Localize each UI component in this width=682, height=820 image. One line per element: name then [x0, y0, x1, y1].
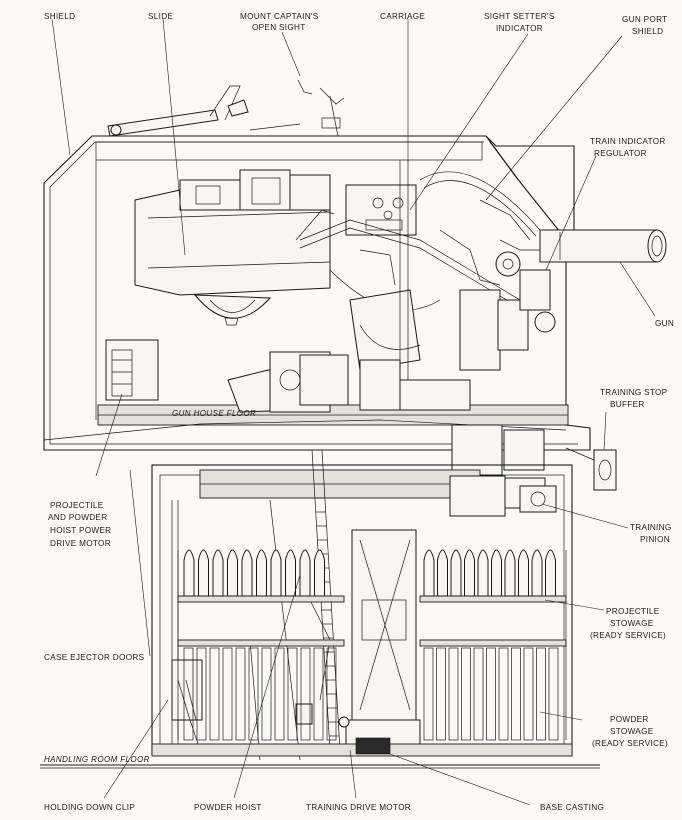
projectile-round — [531, 549, 543, 597]
powder-case — [209, 647, 220, 741]
label-train-indicator-line2: REGULATOR — [594, 149, 647, 158]
projectile-round — [477, 549, 489, 597]
projectile-round — [423, 549, 435, 597]
label-training-drive-motor: TRAINING DRIVE MOTOR — [306, 803, 411, 812]
powder-case — [183, 647, 194, 741]
powder-case — [326, 647, 337, 741]
projectile-round — [504, 549, 516, 597]
powder-case — [196, 647, 207, 741]
label-mount-captain-line2: OPEN SIGHT — [252, 23, 306, 32]
powder-case — [448, 647, 459, 741]
label-powder-stowage-line2: STOWAGE — [610, 727, 654, 736]
projectile-round — [198, 549, 209, 597]
leader-lines — [51, 18, 656, 806]
powder-case — [248, 647, 259, 741]
label-training-pinion-line2: PINION — [640, 535, 670, 544]
label-sight-setter-line2: INDICATOR — [496, 24, 543, 33]
label-handling-room-floor: HANDLING ROOM FLOOR — [44, 755, 150, 764]
projectile-round — [518, 549, 529, 597]
projectile-round — [270, 549, 282, 597]
powder-stowage-right — [423, 647, 559, 741]
label-projectile-hoist-line2: AND POWDER — [48, 513, 107, 522]
powder-case — [473, 647, 484, 741]
label-mount-captain-line1: MOUNT CAPTAIN'S — [240, 12, 319, 21]
powder-case — [536, 647, 546, 741]
label-powder-stowage-line1: POWDER — [610, 715, 649, 724]
powder-stowage-left — [183, 647, 337, 741]
label-shield: SHIELD — [44, 12, 75, 21]
label-slide: SLIDE — [148, 12, 173, 21]
projectile-round — [241, 549, 253, 597]
label-projectile-hoist-line3: HOIST POWER — [50, 526, 111, 535]
label-sight-setter-line1: SIGHT SETTER'S — [484, 12, 555, 21]
callout-labels: SHIELD SLIDE MOUNT CAPTAIN'S OPEN SIGHT … — [44, 12, 674, 812]
powder-case — [511, 647, 521, 741]
projectile-round — [183, 549, 195, 597]
label-base-casting: BASE CASTING — [540, 803, 604, 812]
label-training-pinion-line1: TRAINING — [630, 523, 672, 532]
label-gun: GUN — [655, 319, 674, 328]
projectile-round — [285, 549, 296, 597]
powder-case — [498, 647, 509, 741]
projectile-stowage-right — [423, 549, 556, 597]
label-gun-port-line1: GUN PORT — [622, 15, 667, 24]
powder-case — [287, 647, 298, 741]
projectile-round — [450, 549, 462, 597]
label-projectile-stowage-line3: (READY SERVICE) — [590, 631, 666, 640]
label-carriage: CARRIAGE — [380, 12, 425, 21]
label-projectile-stowage-line1: PROJECTILE — [606, 607, 660, 616]
projectile-round — [299, 549, 311, 597]
label-powder-stowage-line3: (READY SERVICE) — [592, 739, 668, 748]
label-holding-down-clip: HOLDING DOWN CLIP — [44, 803, 135, 812]
projectile-round — [212, 549, 224, 597]
handling-room — [40, 449, 600, 769]
projectile-round — [545, 549, 556, 597]
label-gun-port-line2: SHIELD — [632, 27, 663, 36]
projectile-round — [256, 549, 267, 597]
carriage-assembly — [295, 160, 556, 390]
powder-case — [222, 647, 233, 741]
powder-case — [523, 647, 534, 741]
powder-case — [423, 647, 434, 741]
powder-case — [548, 647, 559, 741]
projectile-stowage-left — [183, 549, 325, 597]
gun-barrel — [539, 229, 667, 263]
label-train-indicator-line1: TRAIN INDICATOR — [590, 137, 666, 146]
powder-case — [313, 647, 324, 741]
label-training-stop-line1: TRAINING STOP — [600, 388, 668, 397]
powder-case — [300, 647, 311, 741]
slide-assembly — [134, 169, 331, 326]
projectile-round — [227, 549, 238, 597]
mount-captain-open-sight — [107, 79, 345, 137]
powder-case — [436, 647, 446, 741]
projectile-round — [464, 549, 475, 597]
label-gun-house-floor: GUN HOUSE FLOOR — [172, 409, 256, 418]
powder-case — [274, 647, 285, 741]
powder-case — [235, 647, 246, 741]
powder-case — [261, 647, 272, 741]
label-projectile-hoist-line1: PROJECTILE — [50, 501, 104, 510]
powder-case — [461, 647, 471, 741]
training-stop-buffer — [565, 447, 617, 491]
powder-case — [486, 647, 496, 741]
label-case-ejector: CASE EJECTOR DOORS — [44, 653, 145, 662]
label-powder-hoist: POWDER HOIST — [194, 803, 262, 812]
projectile-round — [491, 549, 502, 597]
label-projectile-hoist-line4: DRIVE MOTOR — [50, 539, 111, 548]
projectile-round — [314, 549, 325, 597]
projectile-round — [437, 549, 448, 597]
label-training-stop-line2: BUFFER — [610, 400, 645, 409]
label-projectile-stowage-line2: STOWAGE — [610, 619, 654, 628]
